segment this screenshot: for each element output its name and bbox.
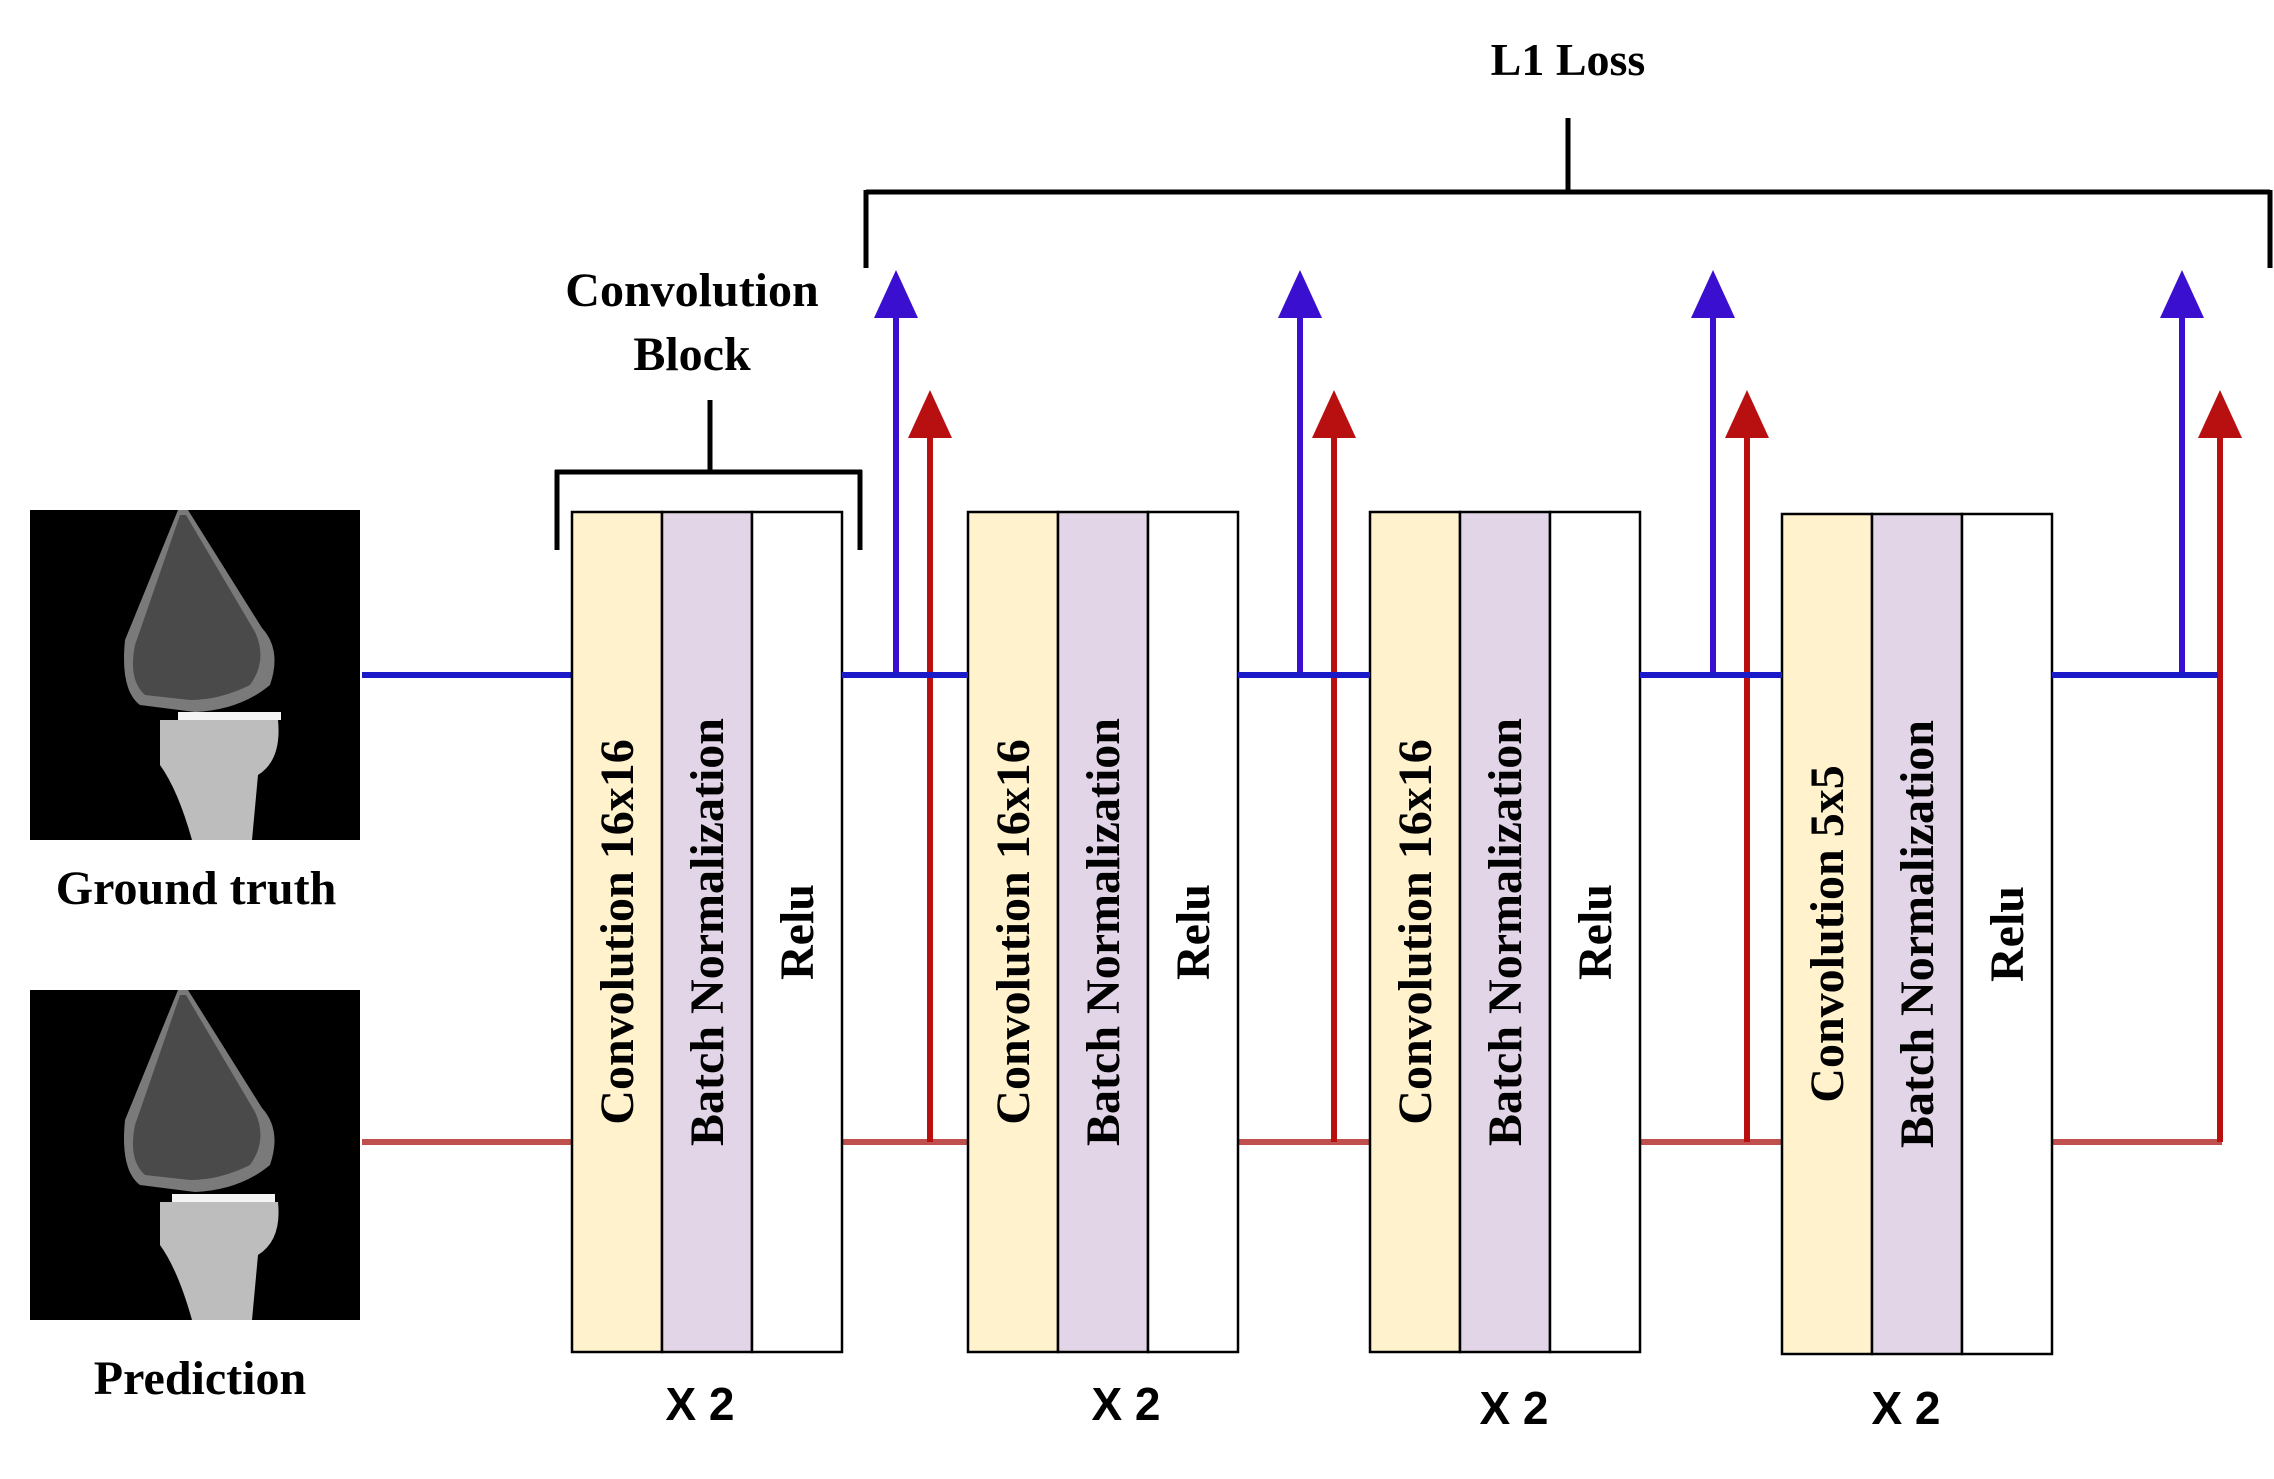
conv-block-2: Convolution 16x16 Batch Normalization Re… <box>966 510 1240 1354</box>
l1-loss-label: L1 Loss <box>1491 34 1646 85</box>
ground-truth-feature-arrows <box>874 270 2204 675</box>
relu-layer <box>1960 512 2054 1356</box>
conv-layer-label: Convolution 5x5 <box>1801 765 1854 1102</box>
block-1-repeat: X 2 <box>665 1378 734 1430</box>
conv-layer-label: Convolution 16x16 <box>1389 739 1442 1124</box>
conv-block-label-line1: Convolution <box>565 264 818 317</box>
batchnorm-layer-label: Batch Normalization <box>1479 718 1532 1146</box>
batchnorm-layer <box>1458 510 1552 1354</box>
pred-arrow-4 <box>2198 390 2242 1142</box>
batchnorm-layer-label: Batch Normalization <box>1891 720 1944 1148</box>
batchnorm-layer-label: Batch Normalization <box>1077 718 1130 1146</box>
pred-arrow-1 <box>908 390 952 1142</box>
relu-layer-label: Relu <box>1167 884 1220 980</box>
conv-block-3: Convolution 16x16 Batch Normalization Re… <box>1368 510 1642 1354</box>
conv-block-bracket <box>554 400 863 550</box>
relu-layer <box>1146 510 1240 1354</box>
relu-layer <box>750 510 844 1354</box>
conv-layer <box>570 510 664 1354</box>
block-3-repeat: X 2 <box>1479 1382 1548 1434</box>
conv-layer <box>1368 510 1462 1354</box>
ground-truth-image <box>30 510 360 840</box>
batchnorm-layer <box>1056 510 1150 1354</box>
prediction-feature-arrows <box>908 390 2242 1142</box>
relu-layer-label: Relu <box>1981 886 2034 982</box>
gt-arrow-4 <box>2160 270 2204 675</box>
relu-layer-label: Relu <box>771 884 824 980</box>
conv-layer-label: Convolution 16x16 <box>987 739 1040 1124</box>
conv-layer <box>966 510 1060 1354</box>
relu-layer <box>1548 510 1642 1354</box>
l1-loss-bracket <box>863 118 2273 268</box>
batchnorm-layer <box>1870 512 1964 1356</box>
batchnorm-layer <box>660 510 754 1354</box>
gt-arrow-2 <box>1278 270 1322 675</box>
conv-block-4: Convolution 5x5 Batch Normalization Relu <box>1780 512 2054 1356</box>
gt-arrow-3 <box>1691 270 1735 675</box>
prediction-label: Prediction <box>94 1352 306 1405</box>
conv-block-1: Convolution 16x16 Batch Normalization Re… <box>570 510 844 1354</box>
block-4-repeat: X 2 <box>1871 1382 1940 1434</box>
pred-arrow-3 <box>1725 390 1769 1142</box>
relu-layer-label: Relu <box>1569 884 1622 980</box>
conv-layer-label: Convolution 16x16 <box>591 739 644 1124</box>
conv-block-label-line2: Block <box>633 328 751 381</box>
conv-layer <box>1780 512 1874 1356</box>
batchnorm-layer-label: Batch Normalization <box>681 718 734 1146</box>
gt-arrow-1 <box>874 270 918 675</box>
block-2-repeat: X 2 <box>1091 1378 1160 1430</box>
pred-arrow-2 <box>1312 390 1356 1142</box>
ground-truth-label: Ground truth <box>56 862 337 915</box>
prediction-image <box>30 990 360 1320</box>
